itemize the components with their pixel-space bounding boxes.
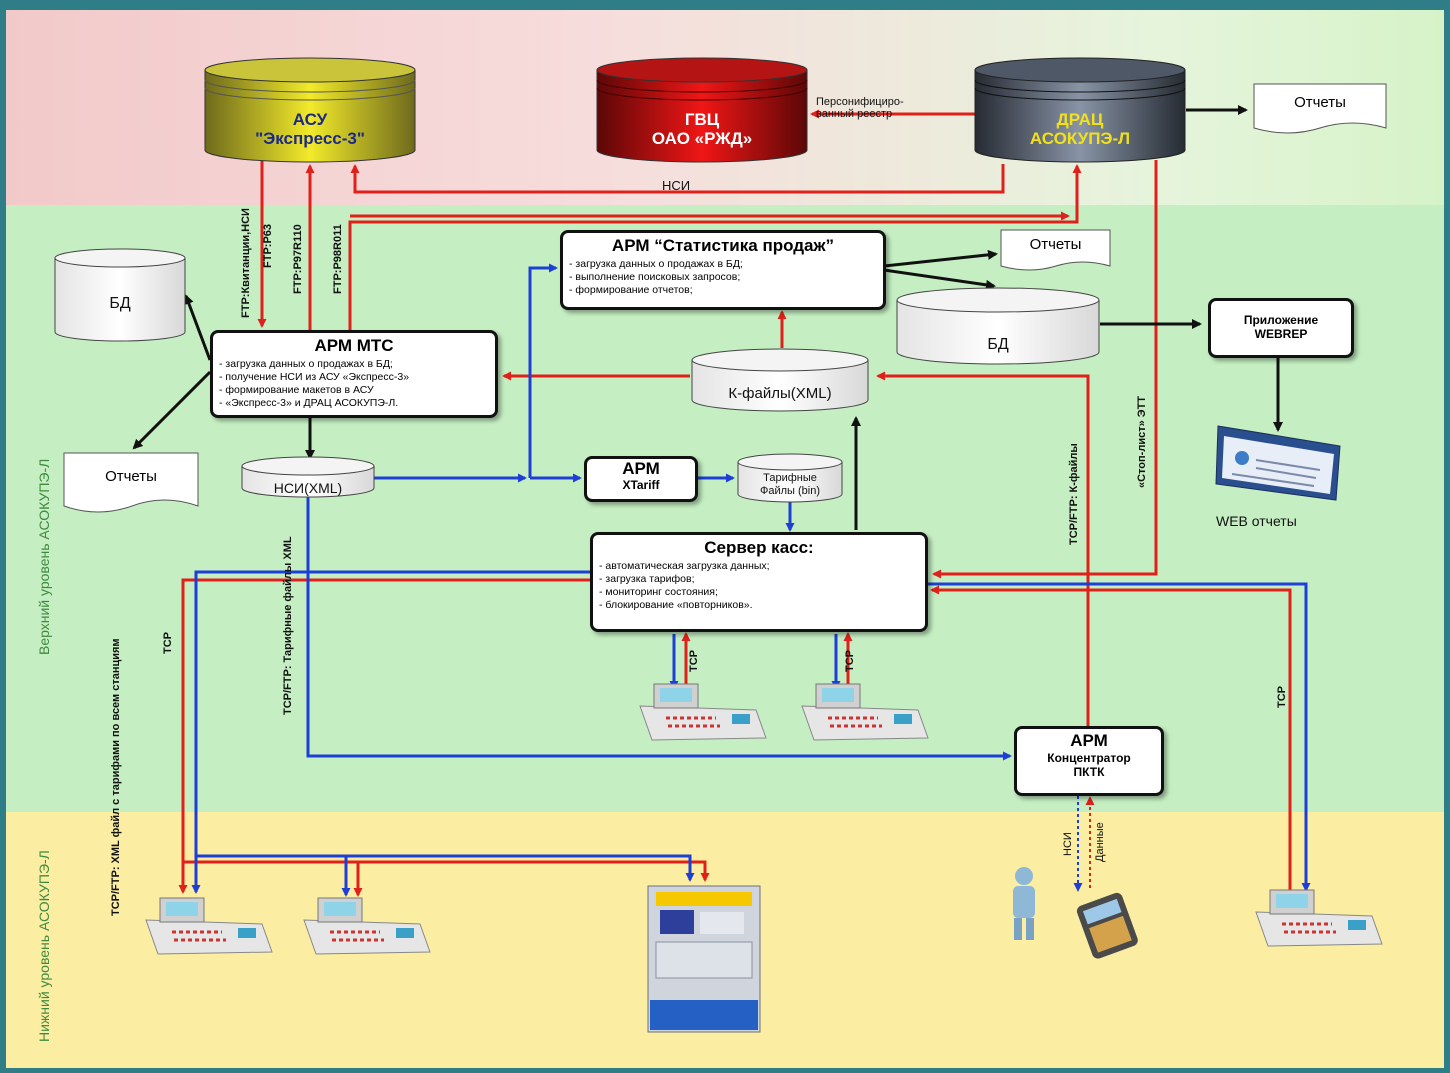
arrow-stat-to-reports xyxy=(883,249,998,268)
list-item: получение НСИ из АСУ «Экспресс-3» xyxy=(219,371,495,384)
arm-stat-box: АРМ “Статистика продаж” загрузка данных … xyxy=(560,230,886,310)
arrow-right-terminal-to-server xyxy=(930,585,1292,890)
reports-mid: Отчеты xyxy=(1029,236,1082,253)
arrow-mts-to-bd xyxy=(184,294,212,361)
concentrator-title: АРМ xyxy=(1070,731,1108,750)
arrow-stat-to-bd xyxy=(883,268,996,290)
tcp-right-label: TCP xyxy=(1276,686,1288,708)
list-item: формирование макетов в АСУ xyxy=(219,384,495,397)
ftp-receipts-label: FTP:Квитанции,НСИ xyxy=(240,208,252,318)
personified-registry-label: Персонифициро-ванный реестр xyxy=(816,96,904,120)
tcp-ftp-k-files-label: TCP/FTP: К-файлы xyxy=(1068,443,1080,545)
arrow-server-to-left-terminal xyxy=(178,578,590,894)
stop-list-label: «Стоп-лист» ЭТТ xyxy=(1136,395,1148,488)
tcp-xml-all-stations-label: TCP/FTP: XML файл с тарифами по всем ста… xyxy=(110,638,122,916)
ftp-p98-label: FTP:P98R011 xyxy=(332,224,344,294)
arm-mts-list: загрузка данных о продажах в БД; получен… xyxy=(213,358,495,410)
list-item: автоматическая загрузка данных; xyxy=(599,560,925,573)
tcp-ftp-tariff-xml-label: TCP/FTP: Тарифные файлы XML xyxy=(282,536,294,715)
nsi-handheld-label: НСИ xyxy=(1062,832,1074,856)
concentrator-box: АРМ Концентратор ПКТК xyxy=(1014,726,1164,796)
server-box: Сервер касс: автоматическая загрузка дан… xyxy=(590,532,928,632)
concentrator-line3: ПКТК xyxy=(1073,765,1105,779)
arrow-mts-to-reports xyxy=(132,370,212,450)
list-item: загрузка тарифов; xyxy=(599,573,925,586)
k-files-label: К-файлы(XML) xyxy=(728,385,832,402)
arm-mts-box: АРМ МТС загрузка данных о продажах в БД;… xyxy=(210,330,498,418)
arrow-to-kiosk xyxy=(183,860,710,882)
arm-xtariff-box: АРМ XTariff xyxy=(584,456,698,502)
reports-top: Отчеты xyxy=(1294,94,1346,111)
server-title: Сервер касс: xyxy=(704,538,814,557)
list-item: выполнение поисковых запросов; xyxy=(569,271,883,284)
arm-stat-title: АРМ “Статистика продаж” xyxy=(611,236,835,255)
arm-xtariff-subtitle: XTariff xyxy=(622,478,660,492)
tcp-terminal-1-label: TCP xyxy=(688,650,700,672)
list-item: загрузка данных о продажах в БД; xyxy=(219,358,495,371)
arrow-server-to-right-terminal xyxy=(926,582,1311,892)
arrow-drac-asu-nsi xyxy=(350,164,1005,194)
arrow-blue-to-kiosk xyxy=(196,854,695,882)
nsi-top-label: НСИ xyxy=(662,178,691,193)
web-reports-label: WEB отчеты xyxy=(1216,513,1297,529)
list-item: «Экспресс-3» и ДРАЦ АСОКУПЭ-Л. xyxy=(219,397,495,410)
arrow-mts-to-drac xyxy=(348,164,1082,330)
ftp-p63-label: FTP:P63 xyxy=(262,223,274,268)
arrow-nsi-to-concentrator xyxy=(306,495,1012,761)
arrow-server-blue-left xyxy=(191,570,590,894)
list-item: блокирование «повторников». xyxy=(599,599,925,612)
bd-left-label: БД xyxy=(109,295,131,312)
server-list: автоматическая загрузка данных; загрузка… xyxy=(593,560,925,612)
arm-mts-title: АРМ МТС xyxy=(314,336,394,355)
nsi-xml-label: НСИ(XML) xyxy=(273,480,343,496)
arm-stat-list: загрузка данных о продажах в БД; выполне… xyxy=(563,258,883,297)
webrep-box: Приложение WEBREP xyxy=(1208,298,1354,358)
list-item: мониторинг состояния; xyxy=(599,586,925,599)
arrow-nsi-to-stat xyxy=(528,263,558,478)
tcp-terminal-2-label: TCP xyxy=(844,650,856,672)
list-item: загрузка данных о продажах в БД; xyxy=(569,258,883,271)
webrep-line1: Приложение xyxy=(1243,313,1319,327)
reports-left: Отчеты xyxy=(105,468,157,485)
arrow-drac-to-server xyxy=(932,160,1158,579)
arrow-conc-to-kfiles xyxy=(876,371,1090,782)
concentrator-line2: Концентратор xyxy=(1047,751,1131,765)
asu-label: АСУ"Экспресс-3" xyxy=(255,110,365,148)
data-handheld-label: Данные xyxy=(1094,822,1106,862)
webrep-line2: WEBREP xyxy=(1254,327,1308,341)
ftp-p97-label: FTP:P97R110 xyxy=(292,224,304,294)
list-item: формирование отчетов; xyxy=(569,284,883,297)
arm-xtariff-title: АРМ xyxy=(622,459,660,478)
tcp-left-label: TCP xyxy=(162,632,174,654)
bd-right-label: БД xyxy=(987,336,1009,353)
